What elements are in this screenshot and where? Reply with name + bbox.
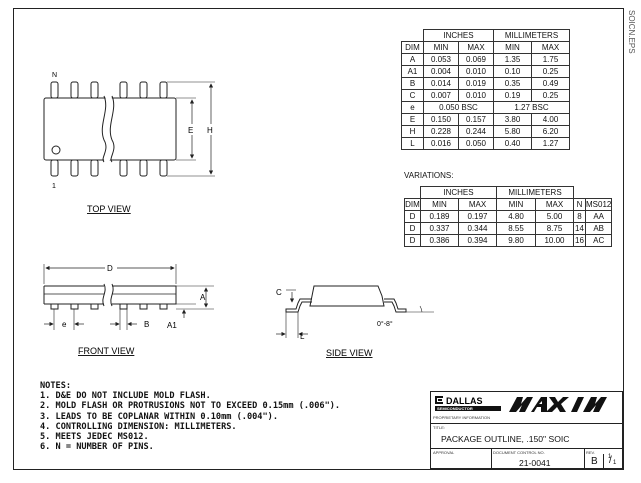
dim-a-label: A xyxy=(200,293,206,302)
dim-b-label: B xyxy=(144,320,149,329)
front-view-label: FRONT VIEW xyxy=(78,346,135,356)
title-block: DALLAS SEMICONDUCTOR PROPRIETARY INFORMA… xyxy=(430,391,623,469)
svg-text:SEMICONDUCTOR: SEMICONDUCTOR xyxy=(437,406,473,411)
drawing-title: PACKAGE OUTLINE, .150" SOIC xyxy=(441,434,570,444)
note-item: 6. N = NUMBER OF PINS. xyxy=(40,442,154,453)
rev-caption: REV. xyxy=(586,450,595,455)
notes-title: NOTES: xyxy=(40,381,72,391)
page-slash: / xyxy=(609,455,612,466)
page-total: 1 xyxy=(613,460,617,466)
divider xyxy=(584,448,585,468)
document-number: 21-0041 xyxy=(519,458,551,468)
variations-table: INCHES MILLIMETERS DIM MIN MAX MIN MAX N… xyxy=(404,186,613,247)
table-cell: 10.00 xyxy=(535,234,574,247)
note-item: 2. MOLD FLASH OR PROTRUSIONS NOT TO EXCE… xyxy=(40,401,341,412)
divider xyxy=(603,454,604,468)
table-row: E 0.150 0.157 3.80 4.00 xyxy=(401,113,570,126)
table-row: D 0.337 0.344 8.55 8.75 14 AB xyxy=(404,222,613,235)
divider xyxy=(431,423,622,424)
variations-label: VARIATIONS: xyxy=(404,171,454,180)
approval-caption: APPROVAL xyxy=(433,450,455,455)
table-row: B 0.014 0.019 0.35 0.49 xyxy=(401,77,570,90)
pin-n-label: N xyxy=(52,72,57,79)
table-cell: 0.016 xyxy=(423,137,459,150)
table-row: D 0.189 0.197 4.80 5.00 8 AA xyxy=(404,210,613,223)
dim-c-label: C xyxy=(276,288,282,297)
front-view xyxy=(43,264,214,330)
pin1-indicator xyxy=(51,145,61,155)
note-item: 1. D&E DO NOT INCLUDE MOLD FLASH. xyxy=(40,391,211,402)
table-row: A 0.053 0.069 1.35 1.75 xyxy=(401,53,570,66)
dallas-logo: DALLAS SEMICONDUCTOR xyxy=(435,396,501,411)
top-pins xyxy=(50,81,168,177)
file-tag: SOICN.EPS xyxy=(627,10,636,54)
table-row: D 0.386 0.394 9.80 10.00 16 AC xyxy=(404,234,613,247)
side-view-label: SIDE VIEW xyxy=(326,348,373,358)
angle-label: 0°-8° xyxy=(377,320,393,328)
table-row: L 0.016 0.050 0.40 1.27 xyxy=(401,137,570,150)
table-cell: L xyxy=(401,137,424,150)
note-item: 3. LEADS TO BE COPLANAR WITHIN 0.10mm (.… xyxy=(40,411,278,422)
table-cell: AC xyxy=(584,234,613,247)
page-number: 1 xyxy=(608,454,612,460)
maxim-logo xyxy=(509,397,607,412)
table-cell: AA xyxy=(584,210,613,223)
table-row: C 0.007 0.010 0.19 0.25 xyxy=(401,89,570,102)
doc-control-caption: DOCUMENT CONTROL NO. xyxy=(493,450,545,455)
drawing-frame xyxy=(13,8,624,470)
note-item: 5. MEETS JEDEC MS012. xyxy=(40,432,149,443)
top-view xyxy=(43,81,215,177)
notes: NOTES: 1. D&E DO NOT INCLUDE MOLD FLASH.… xyxy=(40,381,340,452)
divider xyxy=(431,448,622,449)
table-cell: 1.27 xyxy=(531,137,570,150)
dim-a1-label: A1 xyxy=(167,321,177,330)
svg-text:DALLAS: DALLAS xyxy=(446,396,483,406)
top-view-label: TOP VIEW xyxy=(87,204,131,214)
table-row: e 0.050 BSC 1.27 BSC xyxy=(401,101,570,114)
proprietary-caption: PROPRIETARY INFORMATION xyxy=(433,415,491,420)
side-view xyxy=(276,285,434,338)
company-logos: DALLAS SEMICONDUCTOR xyxy=(435,396,607,412)
title-caption: TITLE: xyxy=(433,425,446,430)
table-row: A1 0.004 0.010 0.10 0.25 xyxy=(401,65,570,78)
dim-e-pitch-label: e xyxy=(62,320,67,329)
dim-e-label: E xyxy=(188,126,193,135)
dim-d-label: D xyxy=(107,264,113,273)
page-count: 1 / 1 xyxy=(606,454,620,467)
note-item: 4. CONTROLLING DIMENSION: MILLIMETERS. xyxy=(40,421,237,432)
dim-l-label: L xyxy=(300,332,305,341)
pin-1-label: 1 xyxy=(52,183,56,190)
dimension-table: INCHES MILLIMETERS DIM MIN MAX MIN MAX A… xyxy=(401,29,570,150)
revision: B xyxy=(591,456,598,467)
table-cell: 0.40 xyxy=(493,137,532,150)
dim-h-label: H xyxy=(207,126,213,135)
divider xyxy=(491,448,492,468)
